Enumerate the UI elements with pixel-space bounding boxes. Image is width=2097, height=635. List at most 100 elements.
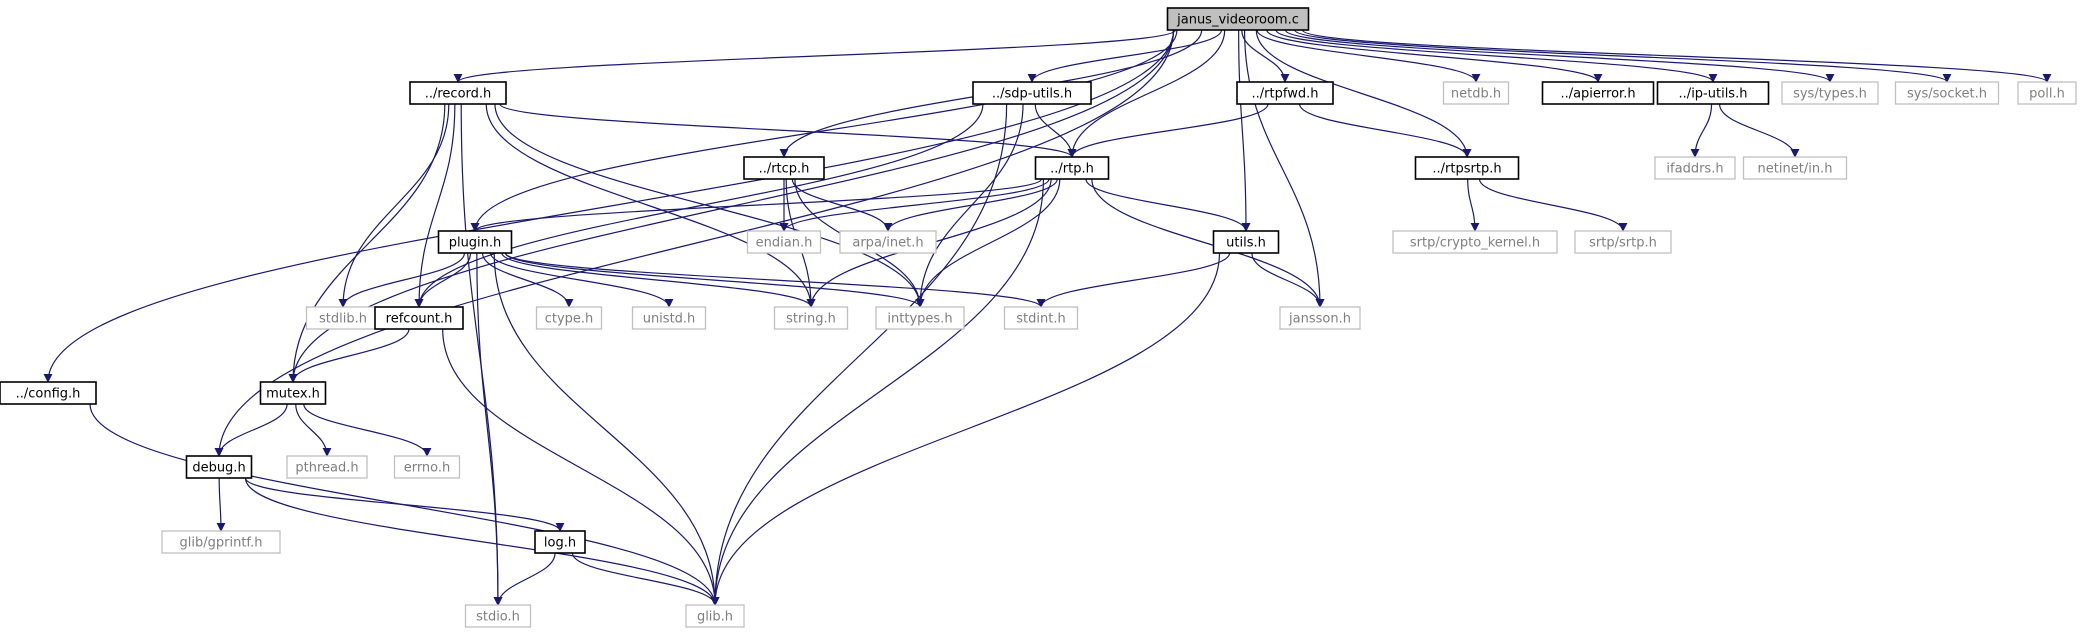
node-label: sys/types.h — [1793, 87, 1867, 102]
node-box — [409, 81, 507, 105]
node-debug[interactable]: debug.h — [185, 455, 253, 479]
node-label: ifaddrs.h — [1666, 162, 1723, 177]
node-box — [1541, 81, 1655, 105]
node-box — [1656, 81, 1770, 105]
node-plugin[interactable]: plugin.h — [437, 230, 513, 254]
node-box — [259, 381, 327, 405]
node-label: log.h — [544, 536, 576, 551]
node-rtp[interactable]: ../rtp.h — [1034, 156, 1110, 180]
edge-root-to-record — [453, 29, 1177, 83]
dependency-edges — [43, 29, 2052, 606]
node-label: errno.h — [404, 461, 451, 476]
node-box — [839, 230, 937, 254]
node-utils[interactable]: utils.h — [1212, 230, 1280, 254]
edge-mutex-to-errno — [303, 403, 432, 457]
edge-sdputils-to-rtp — [1034, 103, 1077, 158]
node-label: netdb.h — [1451, 87, 1501, 102]
node-label: unistd.h — [643, 312, 696, 327]
edge-root-to-sdputils — [1027, 29, 1223, 83]
node-jansson: jansson.h — [1279, 306, 1361, 330]
node-box — [2017, 81, 2077, 105]
node-label: ../rtpfwd.h — [1252, 87, 1319, 102]
node-label: janus_videoroom.c — [1176, 13, 1299, 28]
node-label: glib.h — [697, 610, 733, 625]
node-rtpfwd[interactable]: ../rtpfwd.h — [1236, 81, 1334, 105]
node-rtcp[interactable]: ../rtcp.h — [743, 156, 825, 180]
node-label: plugin.h — [449, 236, 502, 251]
node-box — [1442, 81, 1510, 105]
node-arpainet: arpa/inet.h — [839, 230, 937, 254]
edge-root-to-jansson — [1243, 29, 1325, 308]
edge-iputils-to-ifaddrs — [1690, 103, 1713, 158]
node-label: glib/gprintf.h — [180, 536, 263, 551]
node-box — [685, 604, 745, 628]
node-label: ../ip-utils.h — [1679, 87, 1748, 102]
node-box — [1392, 230, 1558, 254]
node-label: refcount.h — [386, 312, 453, 327]
node-refcount[interactable]: refcount.h — [374, 306, 464, 330]
node-label: utils.h — [1226, 236, 1266, 251]
edge-rtcp-to-arpainet — [791, 178, 893, 232]
node-box — [1574, 230, 1672, 254]
node-config[interactable]: ../config.h — [0, 381, 97, 405]
edge-plugin-to-refcount — [414, 252, 472, 308]
node-sdputils[interactable]: ../sdp-utils.h — [972, 81, 1092, 105]
node-record[interactable]: ../record.h — [409, 81, 507, 105]
node-label: sys/socket.h — [1907, 87, 1987, 102]
node-label: ../rtcp.h — [759, 162, 810, 177]
edge-plugin-to-unistd — [489, 252, 674, 308]
node-box — [746, 230, 822, 254]
node-errno: errno.h — [393, 455, 461, 479]
node-rtpsrtp[interactable]: ../rtpsrtp.h — [1414, 156, 1520, 180]
node-iputils[interactable]: ../ip-utils.h — [1656, 81, 1770, 105]
node-pthread: pthread.h — [286, 455, 368, 479]
node-apierror[interactable]: ../apierror.h — [1541, 81, 1655, 105]
edge-log-to-glib — [571, 552, 720, 606]
edge-rtpsrtp-to-srtpcrypto — [1467, 178, 1480, 232]
edge-root-to-config — [43, 29, 1175, 383]
node-label: stdlib.h — [319, 312, 367, 327]
node-ctype: ctype.h — [535, 306, 603, 330]
edge-iputils-to-netinetin — [1718, 103, 1800, 158]
node-box — [286, 455, 368, 479]
edge-plugin-to-inttypes — [504, 252, 925, 308]
node-box — [437, 230, 513, 254]
edge-rtp-to-plugin — [470, 178, 1043, 232]
node-label: pthread.h — [295, 461, 358, 476]
node-box — [1654, 156, 1736, 180]
edge-root-to-syssocket — [1294, 29, 1952, 83]
node-box — [1034, 156, 1110, 180]
node-box — [161, 530, 281, 554]
node-label: ../rtp.h — [1050, 162, 1094, 177]
edge-utils-to-glib — [710, 252, 1221, 606]
node-box — [743, 156, 825, 180]
node-netinetin: netinet/in.h — [1742, 156, 1848, 180]
node-label: debug.h — [192, 461, 245, 476]
node-label: ../record.h — [425, 87, 492, 102]
edge-root-to-plugin — [470, 29, 1178, 232]
edge-plugin-to-stdint — [504, 252, 1046, 308]
node-box — [1894, 81, 2000, 105]
edge-root-to-rtpfwd — [1241, 29, 1290, 83]
edge-sdputils-to-glib — [710, 103, 1008, 606]
edge-utils-to-stdint — [1036, 252, 1231, 308]
node-box — [1279, 306, 1361, 330]
node-log[interactable]: log.h — [534, 530, 586, 554]
node-stdint: stdint.h — [1003, 306, 1079, 330]
edge-record-to-refcount — [414, 103, 456, 308]
edge-root-to-rtpsrtp — [1255, 29, 1472, 158]
node-label: ../apierror.h — [1560, 87, 1635, 102]
node-mutex[interactable]: mutex.h — [259, 381, 327, 405]
node-box — [1236, 81, 1334, 105]
node-root[interactable]: janus_videoroom.c — [1166, 7, 1310, 31]
edge-sdputils-to-refcount — [414, 103, 984, 308]
node-ifaddrs: ifaddrs.h — [1654, 156, 1736, 180]
edge-mutex-to-pthread — [295, 403, 332, 457]
edge-record-to-stdio — [460, 103, 503, 606]
edge-debug-to-glib — [244, 477, 720, 606]
edge-plugin-to-glib — [493, 252, 720, 606]
edge-plugin-to-stdio — [476, 252, 503, 606]
node-unistd: unistd.h — [631, 306, 707, 330]
edge-root-to-iputils — [1275, 29, 1718, 83]
